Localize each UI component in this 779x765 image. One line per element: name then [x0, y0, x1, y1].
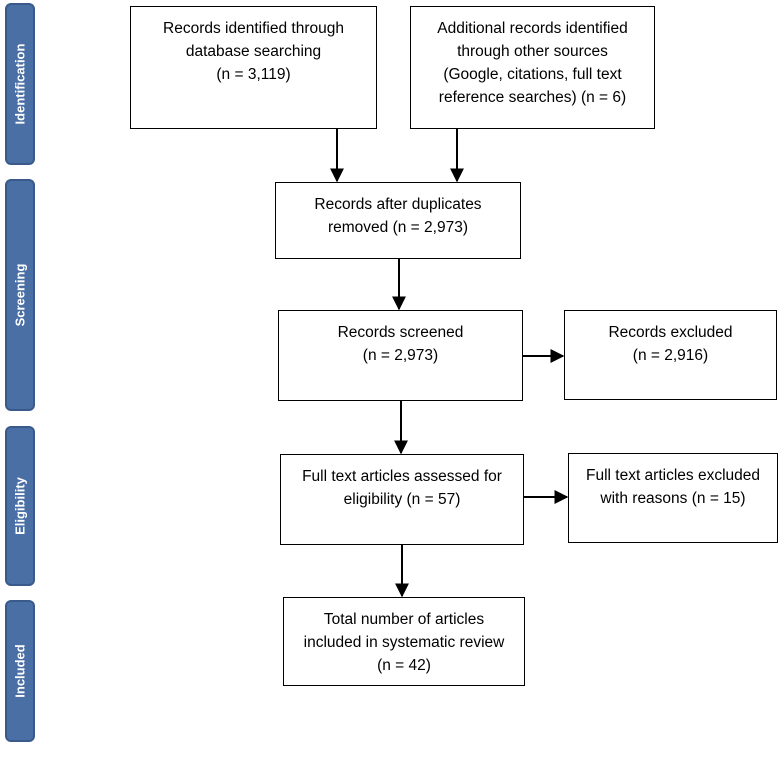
records-screened-line-2: (n = 2,973): [362, 347, 439, 364]
records-excluded-line-1: Records excluded: [608, 324, 733, 341]
phase-identification: Identification: [5, 3, 35, 165]
database-records-line-1: Records identified through: [163, 20, 344, 37]
phase-included: Included: [5, 600, 35, 742]
records-screened-box: Records screened (n = 2,973): [278, 310, 523, 401]
full-text-assessed-box: Full text articles assessed for eligibil…: [280, 454, 524, 545]
included-line-2: included in systematic review: [303, 634, 505, 651]
full-text-excluded-box: Full text articles excluded with reasons…: [568, 453, 778, 543]
additional-records-line-4: reference searches) (n = 6): [438, 89, 627, 106]
database-records-line-3: (n = 3,119): [216, 66, 291, 83]
records-excluded-line-2: (n = 2,916): [632, 347, 709, 364]
after-duplicates-line-2: removed (n = 2,973): [327, 219, 468, 236]
records-screened-line-1: Records screened: [337, 324, 464, 341]
after-duplicates-box: Records after duplicates removed (n = 2,…: [275, 182, 521, 259]
database-records-box: Records identified through database sear…: [130, 6, 377, 129]
phase-eligibility: Eligibility: [5, 426, 35, 586]
full-text-assessed-line-1: Full text articles assessed for: [302, 468, 502, 485]
additional-records-line-3: (Google, citations, full text: [443, 66, 622, 83]
full-text-assessed-line-2: eligibility (n = 57): [343, 491, 461, 508]
additional-records-line-2: through other sources: [457, 43, 608, 60]
included-line-3: (n = 42): [377, 657, 431, 674]
additional-records-line-1: Additional records identified: [437, 20, 628, 37]
phase-screening: Screening: [5, 179, 35, 411]
additional-records-box: Additional records identified through ot…: [410, 6, 655, 129]
full-text-excluded-line-1: Full text articles excluded: [585, 467, 761, 484]
after-duplicates-line-1: Records after duplicates: [314, 196, 482, 213]
database-records-line-2: database searching: [185, 43, 322, 60]
included-line-1: Total number of articles: [323, 611, 485, 628]
included-box: Total number of articles included in sys…: [283, 597, 525, 686]
records-excluded-box: Records excluded (n = 2,916): [564, 310, 777, 400]
full-text-excluded-line-2: with reasons (n = 15): [600, 490, 746, 507]
